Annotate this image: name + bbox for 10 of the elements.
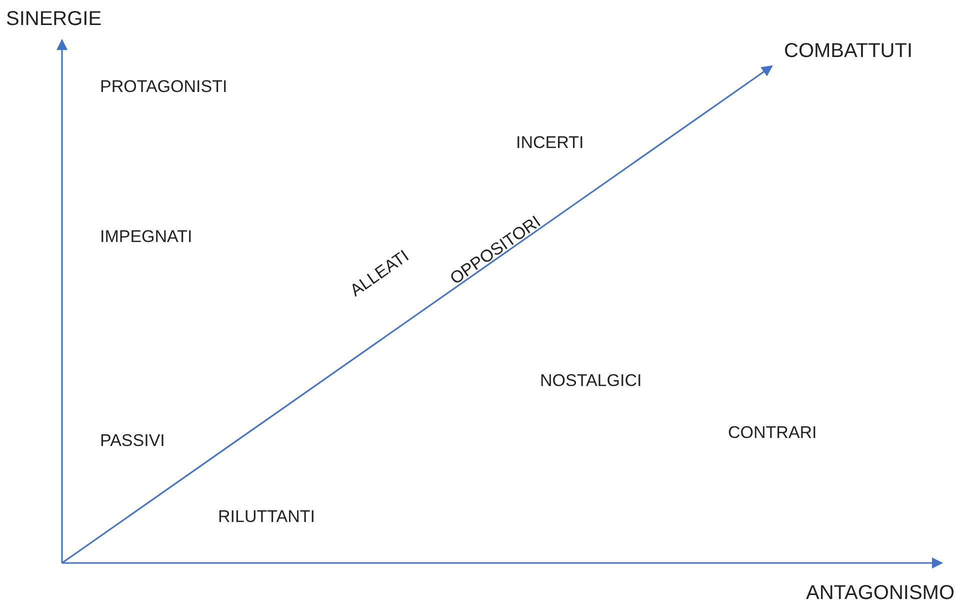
category-label: INCERTI — [516, 134, 584, 153]
axis-label: COMBATTUTI — [784, 40, 913, 62]
category-label: CONTRARI — [728, 424, 817, 443]
category-label: IMPEGNATI — [100, 228, 192, 247]
axis-label: ANTAGONISMO — [806, 582, 955, 604]
axis-label: SINERGIE — [6, 8, 102, 30]
category-label: PROTAGONISTI — [100, 78, 228, 97]
category-label: PASSIVI — [100, 432, 165, 451]
category-label: RILUTTANTI — [218, 508, 315, 527]
category-label: NOSTALGICI — [540, 372, 642, 391]
